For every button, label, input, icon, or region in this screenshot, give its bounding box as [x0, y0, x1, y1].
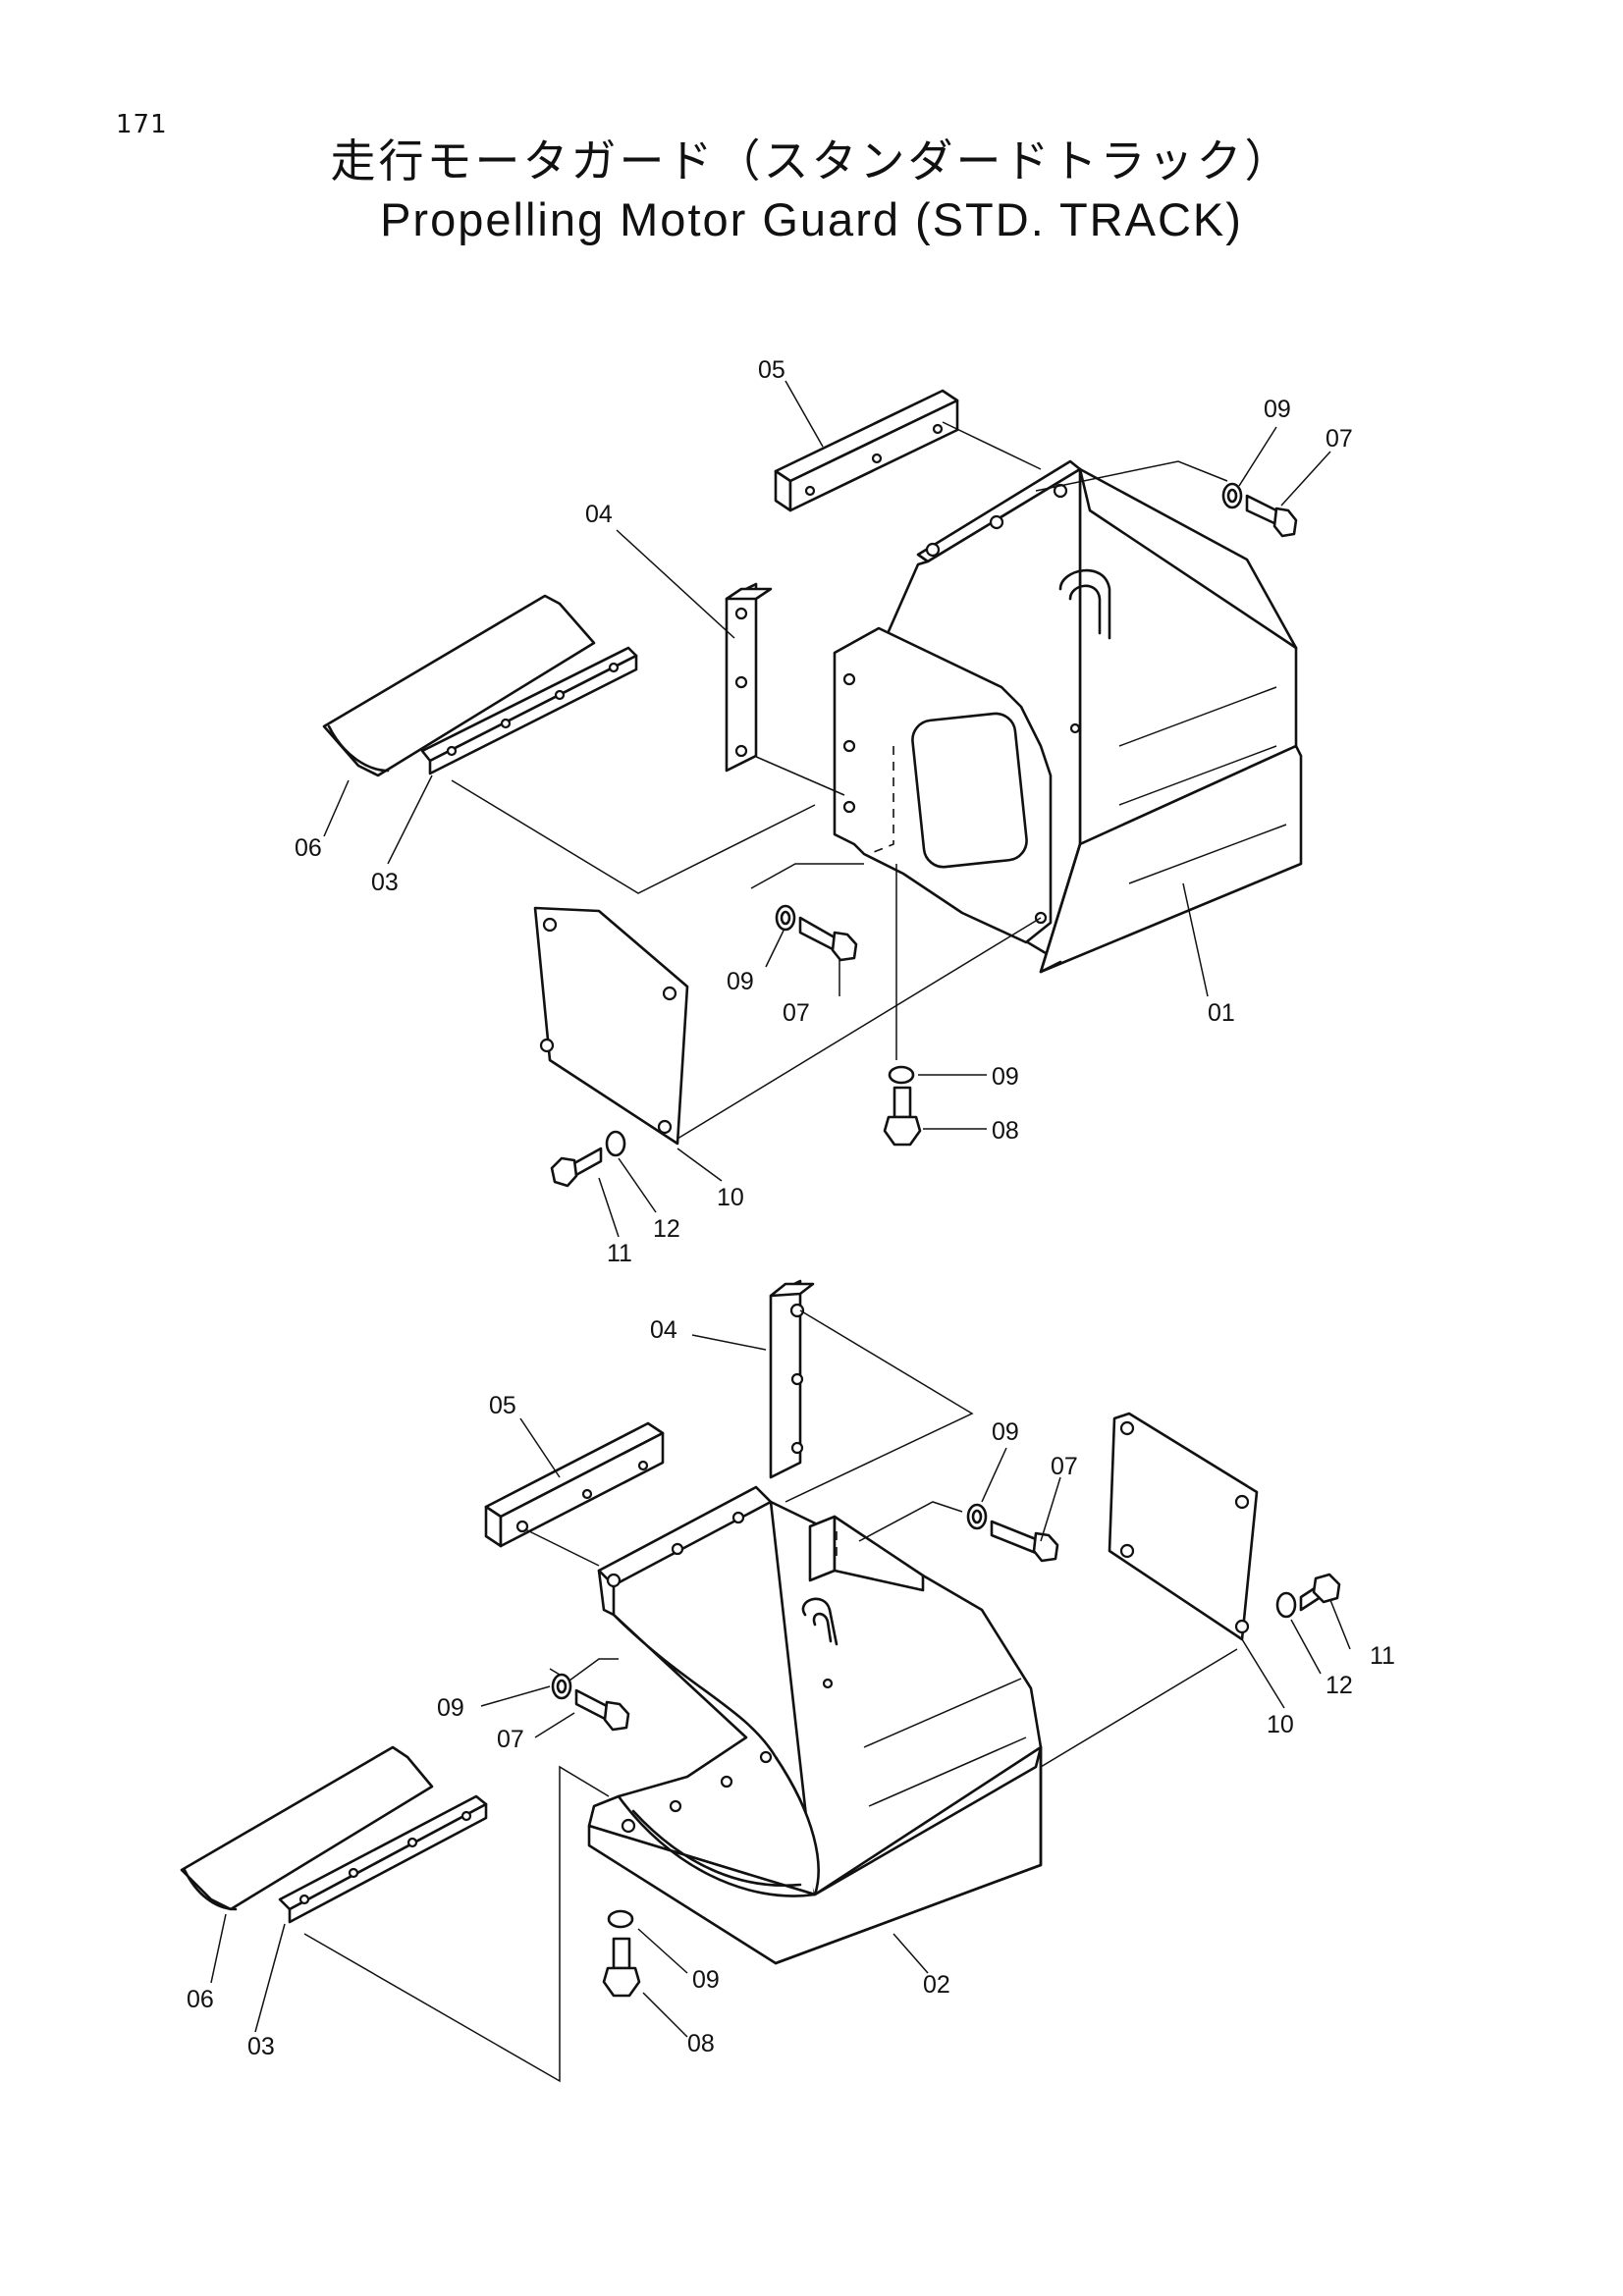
callout-05-upper: 05 [758, 356, 785, 384]
page-number: 171 [116, 110, 168, 139]
callout-09-lower-a: 09 [992, 1418, 1019, 1446]
part-02-guard [587, 1485, 1238, 1965]
upper-assembly: 05 09 07 04 06 03 09 07 01 09 08 10 12 1… [295, 356, 1353, 1267]
lower-assembly: 04 05 09 07 09 07 11 12 10 06 03 09 08 0… [180, 1279, 1395, 2083]
callout-11-lower: 11 [1370, 1642, 1395, 1670]
fasteners-upper [550, 482, 1298, 1188]
title-english: Propelling Motor Guard (STD. TRACK) [380, 193, 1243, 245]
callout-09-lower-b: 09 [437, 1694, 464, 1722]
callout-03-upper: 03 [371, 869, 399, 896]
callout-07-lower-b: 07 [497, 1726, 524, 1753]
callout-05-lower: 05 [489, 1392, 516, 1419]
callout-06-lower: 06 [187, 1986, 214, 2013]
callout-04-upper: 04 [585, 501, 613, 528]
callout-08-lower: 08 [687, 2030, 715, 2057]
part-03-lower [278, 1794, 488, 1924]
callout-07-lower-a: 07 [1051, 1453, 1078, 1480]
callout-01: 01 [1208, 999, 1235, 1027]
callout-09-upper-a: 09 [1264, 396, 1291, 423]
callout-12-upper: 12 [653, 1215, 680, 1243]
callout-08-upper: 08 [992, 1117, 1019, 1145]
callout-09-upper-b: 09 [727, 968, 754, 995]
part-06-upper [322, 594, 596, 777]
part-06-lower [180, 1745, 434, 1911]
part-04-lower [769, 1279, 974, 1503]
callout-12-lower: 12 [1325, 1672, 1353, 1699]
part-04-upper [725, 582, 845, 796]
callout-04-lower: 04 [650, 1316, 677, 1344]
part-03-upper [420, 646, 638, 775]
callout-09-upper-c: 09 [992, 1063, 1019, 1091]
part-01-guard [833, 459, 1303, 974]
callout-07-upper-b: 07 [783, 999, 810, 1027]
part-10-lower [1108, 1412, 1259, 1641]
part-10-upper [533, 906, 1042, 1146]
callout-10-upper: 10 [717, 1184, 744, 1211]
callout-09-lower-c: 09 [692, 1966, 720, 1994]
callout-03-lower: 03 [247, 2033, 275, 2060]
callout-10-lower: 10 [1267, 1711, 1294, 1738]
callout-11-upper: 11 [607, 1240, 632, 1267]
fasteners-lower [551, 1503, 1341, 1998]
callout-07-upper-a: 07 [1325, 425, 1353, 453]
part-05-lower [484, 1421, 665, 1567]
callout-02: 02 [923, 1971, 950, 1999]
title-japanese: 走行モータガード（スタンダードトラック） [330, 134, 1293, 187]
part-05-upper [774, 389, 1042, 512]
leaders-lower [210, 1334, 1351, 2038]
leaders-upper [323, 380, 1331, 1238]
callout-06-upper: 06 [295, 834, 322, 862]
